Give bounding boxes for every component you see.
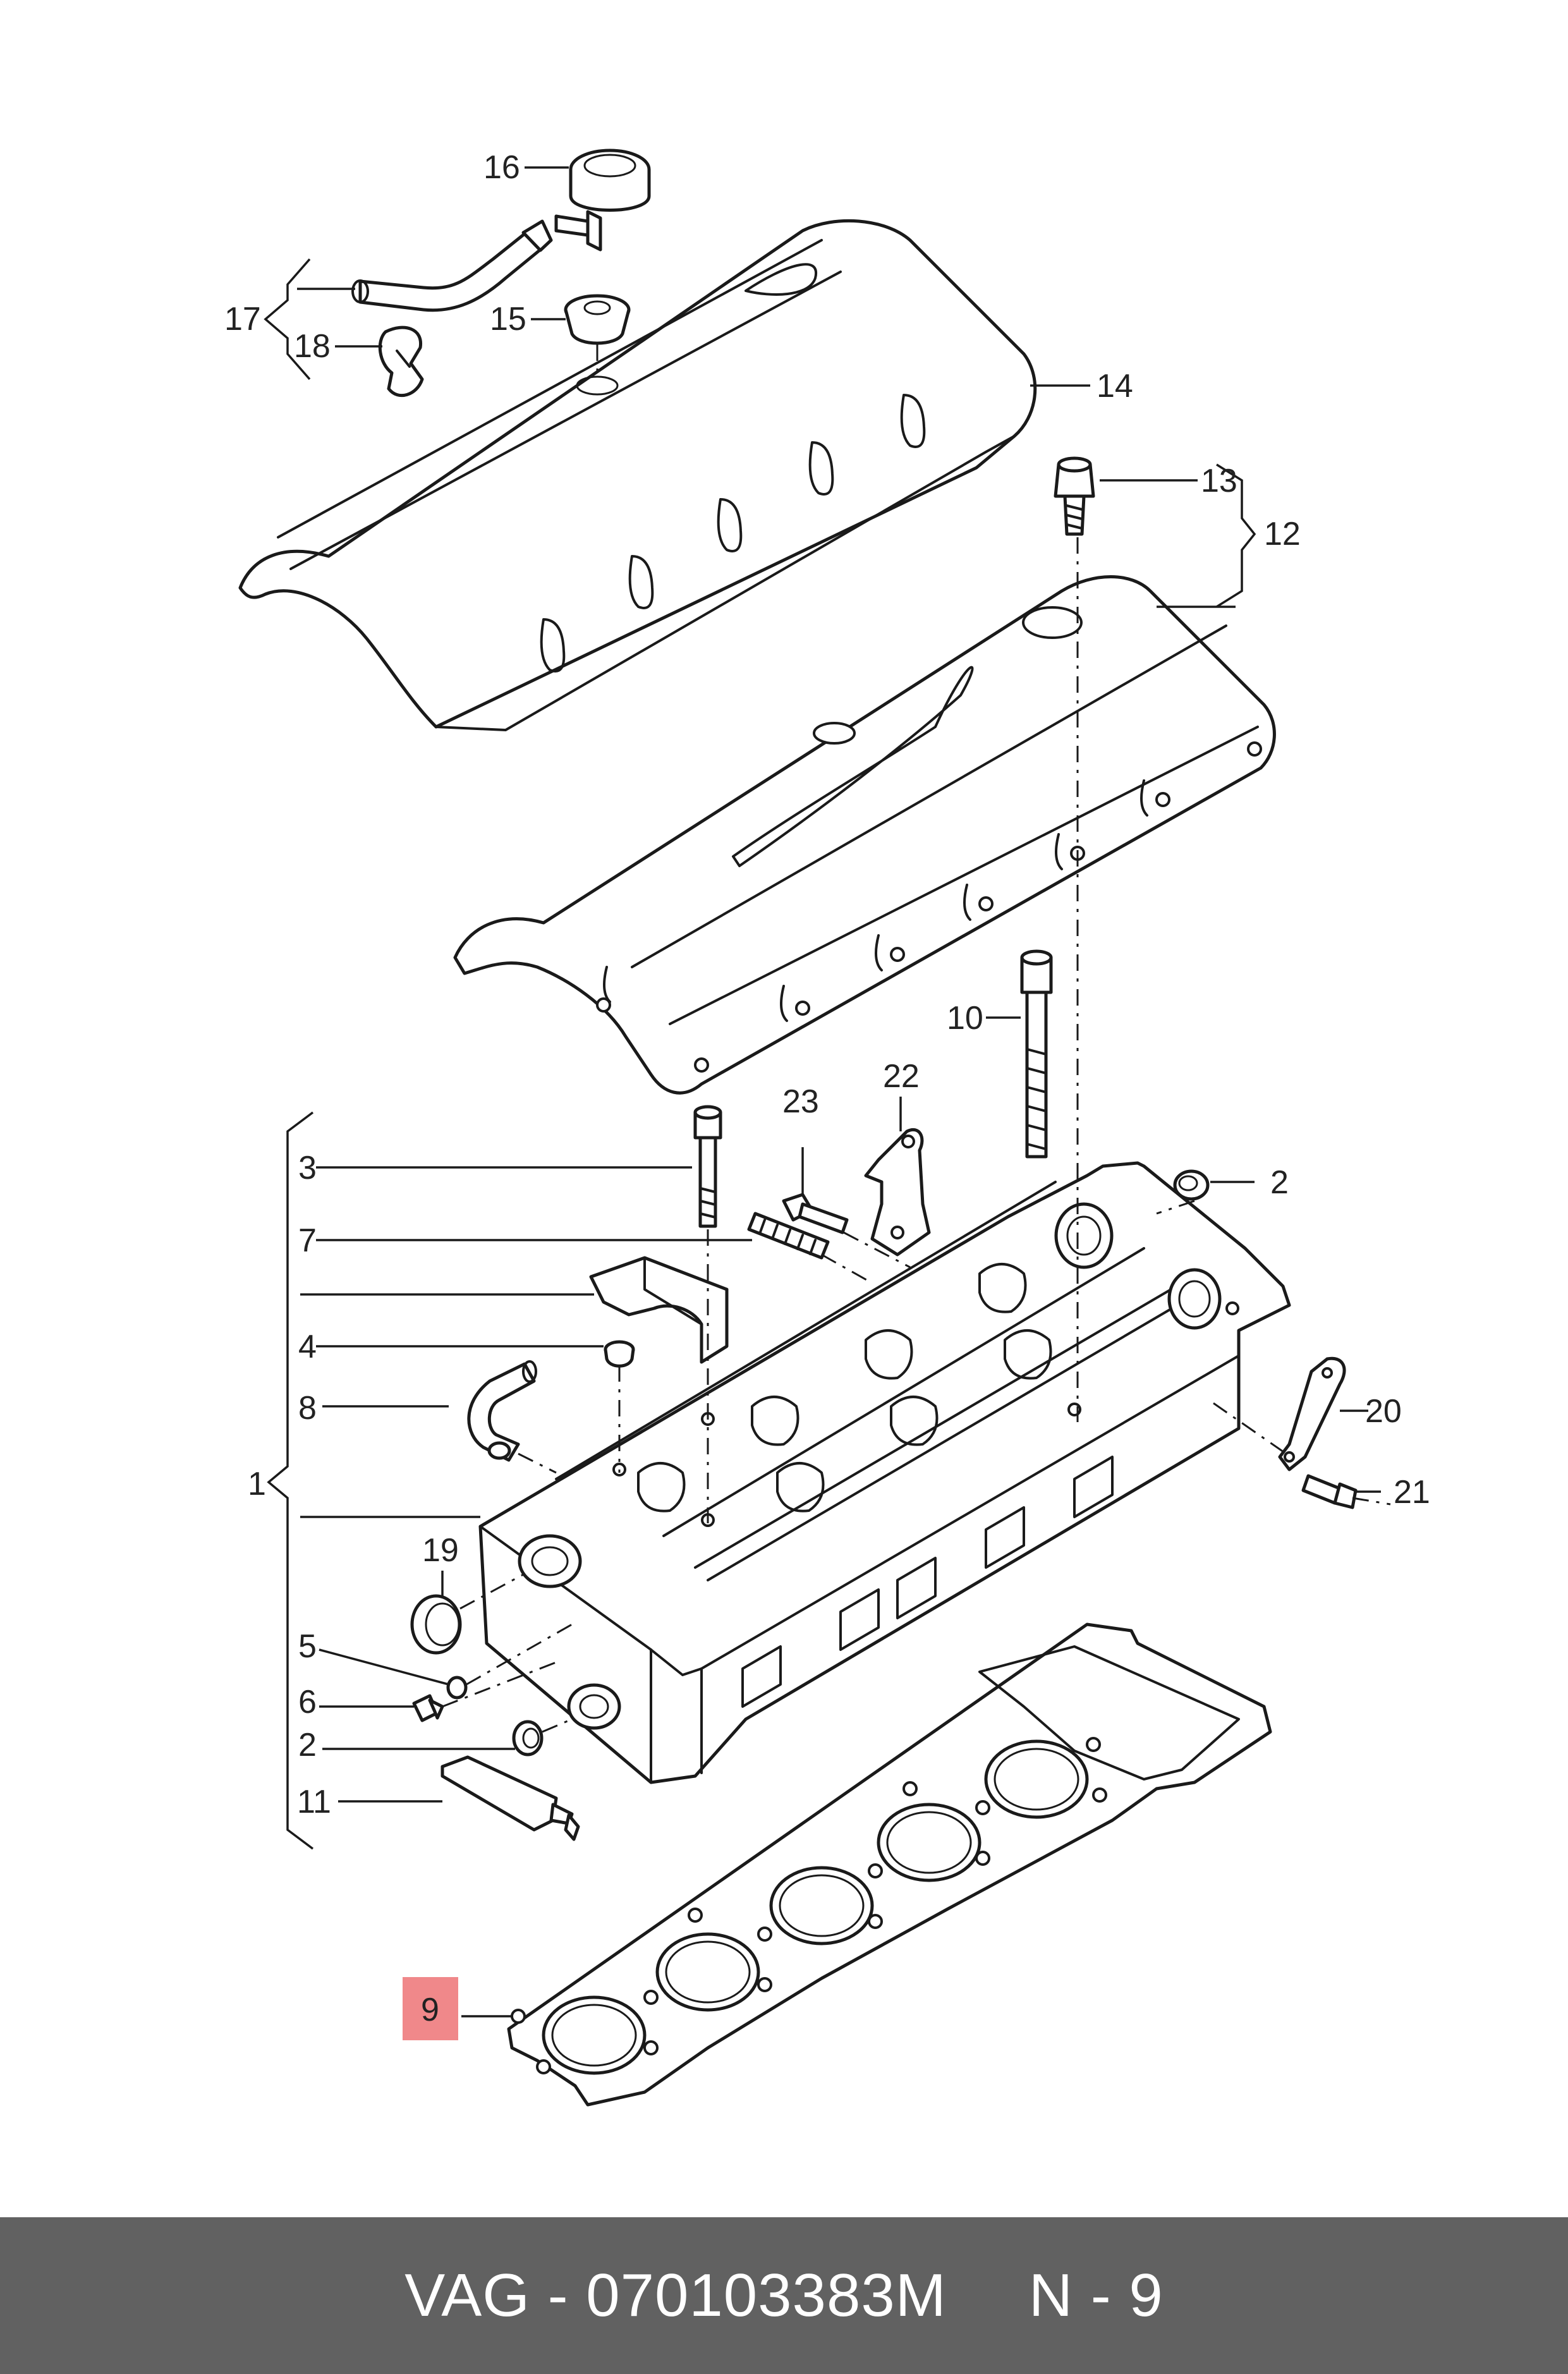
leader-lines (264, 166, 1381, 2018)
part-number-footer: VAG - 070103383M N - 9 (0, 2217, 1568, 2374)
seal-part-2-upper (1173, 1169, 1210, 1201)
callout-5: 5 (298, 1628, 317, 1665)
head-gasket-part-9 (507, 1622, 1272, 2107)
callout-19: 19 (422, 1532, 459, 1569)
callout-17: 17 (224, 301, 261, 338)
seal-ring-part-5 (446, 1676, 468, 1700)
pipe-part-8 (467, 1360, 537, 1462)
cover-bolt-part-13 (1054, 456, 1095, 536)
callout-16: 16 (483, 149, 520, 186)
seal-part-4 (604, 1340, 635, 1368)
head-bolt-holes (612, 1301, 1239, 1527)
breather-hose-part-17 (351, 219, 553, 312)
callout-13: 13 (1201, 463, 1237, 499)
callout-14: 14 (1097, 368, 1133, 405)
alignment-lines (442, 344, 1391, 1733)
cover-bolt-holes (596, 741, 1262, 1073)
camshaft-bearings (637, 1263, 1052, 1513)
callout-21: 21 (1394, 1474, 1430, 1511)
cylinder-head-part-1 (478, 1161, 1291, 1784)
callout-8: 8 (298, 1390, 317, 1427)
exhaust-ports (741, 1456, 1114, 1708)
callout-22: 22 (883, 1058, 920, 1095)
callout-9: 9 (421, 1992, 439, 2028)
bolt-part-3 (693, 1105, 722, 1228)
callout-labels: 16 17 18 15 14 13 12 10 23 22 3 7 4 8 1 … (224, 149, 1430, 2028)
seal-part-2-lower (512, 1720, 544, 1756)
callout-2-lower: 2 (298, 1727, 317, 1763)
plug-part-6 (412, 1694, 444, 1722)
bolt-part-21 (1301, 1474, 1358, 1509)
callout-10: 10 (947, 1000, 983, 1037)
position-label: N - 9 (1028, 2261, 1164, 2329)
stud-part-7 (747, 1212, 830, 1260)
bolt-part-23 (782, 1193, 849, 1234)
callout-20: 20 (1365, 1393, 1402, 1430)
callout-7: 7 (298, 1222, 317, 1259)
sealant-tube-part-11 (441, 1755, 580, 1841)
callout-4: 4 (298, 1329, 317, 1365)
callout-2-upper: 2 (1270, 1164, 1289, 1201)
cover-ribs (540, 394, 926, 673)
bracket-part-20 (1278, 1356, 1346, 1471)
plug-part-19 (410, 1594, 462, 1655)
gasket-small-holes (511, 1737, 1107, 2074)
callout-1: 1 (248, 1466, 266, 1502)
callout-18: 18 (294, 328, 331, 365)
breather-valve-part-16 (554, 149, 651, 252)
hose-clip-part-18 (378, 326, 424, 398)
exploded-parts-diagram: 16 17 18 15 14 13 12 10 23 22 3 7 4 8 1 … (224, 149, 1430, 2107)
gasket-bores (542, 1739, 1089, 2075)
bracket-part-22 (864, 1128, 931, 1257)
highlight-box-9 (403, 1977, 458, 2040)
cylinder-head-cover-part-12 (453, 575, 1276, 1095)
cover-ribs-lower (603, 779, 1148, 1022)
bearing-cap-part (589, 1256, 729, 1364)
callout-23: 23 (782, 1083, 819, 1120)
head-bolt-part-10 (1020, 949, 1053, 1159)
callout-12: 12 (1264, 516, 1301, 552)
part-number-label: VAG - 070103383M (404, 2261, 947, 2329)
callout-3: 3 (298, 1150, 317, 1186)
grommet-part-15 (564, 294, 631, 396)
callout-15: 15 (490, 301, 526, 338)
callout-11: 11 (297, 1784, 331, 1820)
callout-6: 6 (298, 1684, 317, 1720)
engine-cover-part-14 (238, 219, 1037, 731)
